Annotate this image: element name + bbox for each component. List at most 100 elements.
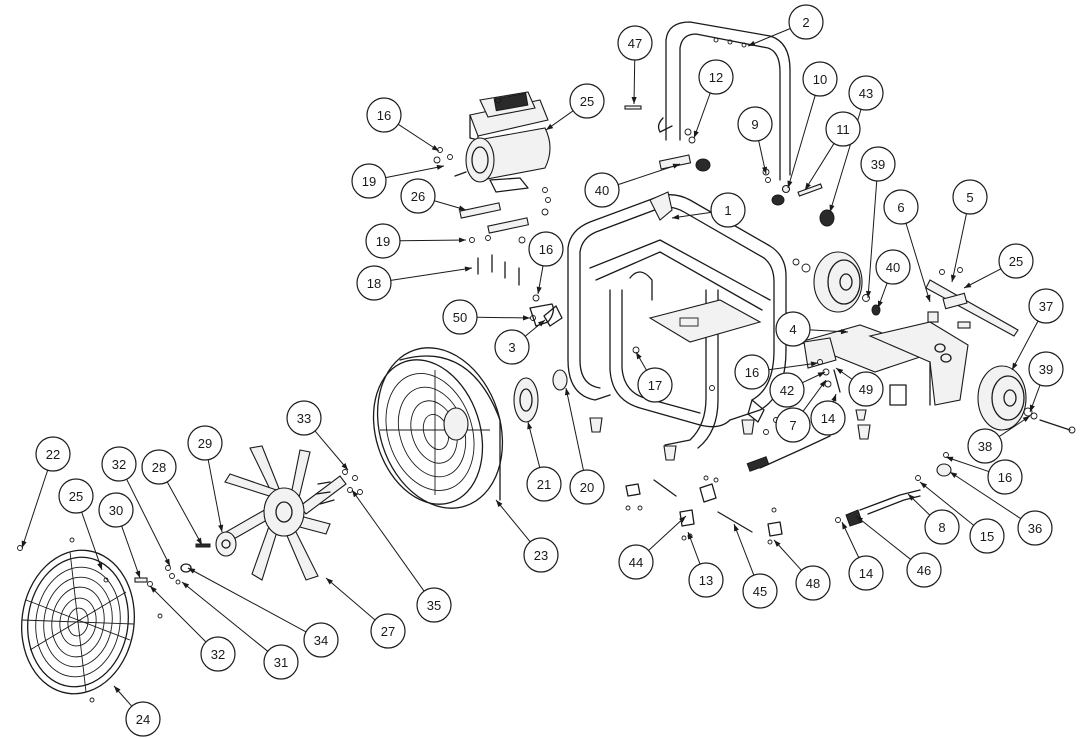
handle-icon [665, 21, 791, 181]
leader-line-30 [121, 525, 141, 579]
callout-circle-39 [1028, 351, 1064, 387]
leader-line-20 [565, 387, 584, 471]
callout-circle-29 [187, 425, 223, 461]
leader-arrow-32 [150, 586, 157, 593]
callout-circle-11 [825, 111, 861, 147]
leader-arrow-25 [964, 282, 972, 288]
callout-number-16: 16 [745, 365, 759, 380]
callout-circle-46 [906, 552, 942, 588]
callout-circle-23 [523, 537, 559, 573]
callout-circle-31 [263, 644, 299, 680]
callout-number-13: 13 [699, 573, 713, 588]
callout-circle-25 [569, 83, 605, 119]
callout-labels: 1234567891011121314141516161616171819192… [35, 4, 1064, 737]
callout-number-20: 20 [580, 480, 594, 495]
leader-line-47 [633, 59, 636, 105]
callout-circle-36 [1017, 510, 1053, 546]
callout-number-23: 23 [534, 548, 548, 563]
callout-circle-25 [58, 478, 94, 514]
callout-number-37: 37 [1039, 299, 1053, 314]
leader-line-16 [768, 362, 819, 371]
leader-arrow-26 [458, 205, 466, 211]
leader-arrow-14 [831, 394, 837, 402]
leader-line-40 [617, 163, 681, 186]
leader-line-10 [787, 95, 816, 189]
leader-line-2 [747, 28, 791, 47]
leader-arrow-16 [536, 286, 542, 294]
leader-line-12 [693, 92, 711, 139]
callout-number-19: 19 [376, 234, 390, 249]
leader-arrow-36 [950, 472, 958, 479]
callout-circle-16 [734, 354, 770, 390]
callout-number-44: 44 [629, 555, 643, 570]
latch-hardware-icon [625, 475, 783, 545]
leader-line-36 [949, 471, 1022, 520]
leader-line-21 [527, 421, 541, 468]
callout-number-10: 10 [813, 72, 827, 87]
leader-arrow-29 [218, 524, 224, 532]
callout-circle-13 [688, 562, 724, 598]
callout-number-45: 45 [753, 584, 767, 599]
callout-number-50: 50 [453, 310, 467, 325]
callout-circle-49 [848, 371, 884, 407]
leader-line-25 [81, 511, 103, 571]
leader-arrow-17 [636, 352, 642, 360]
callout-circle-34 [303, 622, 339, 658]
callout-number-26: 26 [411, 189, 425, 204]
hub-icon [180, 531, 237, 573]
callout-number-25: 25 [1009, 254, 1023, 269]
callout-number-39: 39 [871, 157, 885, 172]
callout-number-18: 18 [367, 276, 381, 291]
callout-circle-16 [987, 459, 1023, 495]
leader-arrow-2 [748, 40, 756, 46]
callout-number-38: 38 [978, 439, 992, 454]
callout-circle-12 [698, 59, 734, 95]
callout-number-16: 16 [539, 242, 553, 257]
leader-arrow-15 [920, 482, 928, 489]
callout-number-9: 9 [751, 117, 758, 132]
callout-circle-5 [952, 179, 988, 215]
leader-arrow-46 [856, 516, 864, 523]
leader-arrow-28 [196, 537, 202, 545]
callout-number-22: 22 [46, 447, 60, 462]
callout-number-33: 33 [297, 411, 311, 426]
callout-number-19: 19 [362, 174, 376, 189]
callout-circle-1 [710, 192, 746, 228]
leader-arrow-8 [908, 494, 915, 501]
callout-number-29: 29 [198, 436, 212, 451]
leader-arrow-7 [819, 380, 826, 388]
callout-number-30: 30 [109, 503, 123, 518]
leader-arrow-34 [188, 568, 196, 574]
callout-circle-40 [584, 172, 620, 208]
leader-arrow-6 [925, 294, 931, 302]
leader-arrow-48 [774, 540, 781, 547]
leader-arrow-19 [458, 237, 466, 243]
leader-line-46 [855, 515, 911, 560]
leader-arrow-40 [672, 163, 680, 169]
leader-arrow-21 [527, 422, 533, 430]
callout-circle-50 [442, 299, 478, 335]
callout-number-31: 31 [274, 655, 288, 670]
callout-circle-15 [969, 518, 1005, 554]
callout-circle-48 [795, 565, 831, 601]
callout-circle-27 [370, 613, 406, 649]
leader-line-5 [951, 213, 967, 283]
callout-number-21: 21 [537, 477, 551, 492]
fan-blade-icon [224, 445, 347, 581]
leader-line-31 [181, 581, 269, 652]
callout-number-35: 35 [427, 598, 441, 613]
leader-arrow-35 [352, 490, 359, 498]
leader-arrow-22 [21, 540, 27, 548]
leader-line-15 [919, 481, 975, 526]
callout-circle-37 [1028, 288, 1064, 324]
leader-line-50 [476, 316, 531, 319]
leader-arrow-27 [326, 578, 334, 585]
leader-arrow-49 [836, 368, 844, 375]
leader-line-35 [351, 489, 425, 592]
leader-arrow-24 [114, 686, 121, 693]
leader-arrow-16 [431, 144, 439, 151]
leader-line-16 [945, 456, 990, 473]
callout-circle-39 [860, 146, 896, 182]
leader-arrow-40 [877, 300, 883, 308]
